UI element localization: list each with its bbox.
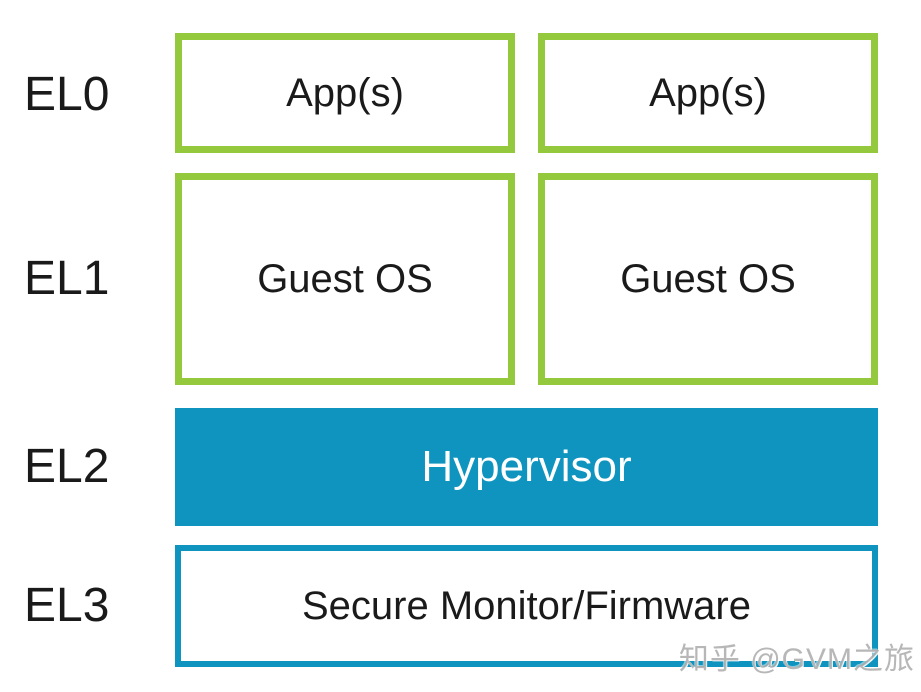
el2-label: EL2 xyxy=(24,440,110,493)
el1-guest-os-box-2-text: Guest OS xyxy=(620,256,796,301)
el2-hypervisor-box: Hypervisor xyxy=(175,408,878,526)
el0-apps-box-2-text: App(s) xyxy=(649,70,767,115)
el0-apps-box-1: App(s) xyxy=(175,33,515,153)
el0-label: EL0 xyxy=(24,68,110,121)
el2-hypervisor-box-text: Hypervisor xyxy=(421,442,632,491)
zhihu-watermark: 知乎 @GVM之旅 xyxy=(678,643,915,676)
el3-secure-monitor-box: Secure Monitor/Firmware xyxy=(175,545,878,667)
el3-label: EL3 xyxy=(24,579,110,632)
el1-guest-os-box-1: Guest OS xyxy=(175,173,515,385)
el0-apps-box-2: App(s) xyxy=(538,33,878,153)
el3-secure-monitor-box-text: Secure Monitor/Firmware xyxy=(301,583,751,628)
el1-guest-os-box-2: Guest OS xyxy=(538,173,878,385)
el0-apps-box-1-text: App(s) xyxy=(286,70,404,115)
el1-label: EL1 xyxy=(24,252,110,305)
el1-guest-os-box-1-text: Guest OS xyxy=(257,256,433,301)
